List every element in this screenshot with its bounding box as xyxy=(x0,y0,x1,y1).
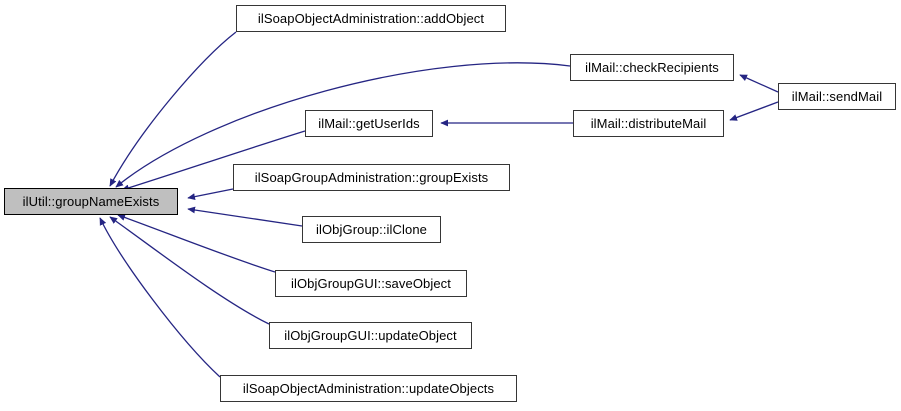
graph-node-label: ilMail::distributeMail xyxy=(590,116,707,131)
graph-node-label: ilMail::getUserIds xyxy=(318,116,420,131)
edge-groupExists-to-groupNameExists xyxy=(187,188,234,200)
graph-node-updateObjects[interactable]: ilSoapObjectAdministration::updateObject… xyxy=(220,375,517,402)
edge-updateObjects-to-groupNameExists xyxy=(99,217,221,378)
graph-node-label: ilObjGroupGUI::updateObject xyxy=(284,328,457,343)
graph-node-label: ilMail::sendMail xyxy=(791,89,883,104)
edge-ilClone-to-groupNameExists xyxy=(187,206,303,227)
graph-node-label: ilMail::checkRecipients xyxy=(585,60,719,75)
graph-node-groupExists[interactable]: ilSoapGroupAdministration::groupExists xyxy=(233,164,510,191)
graph-node-checkRecipients[interactable]: ilMail::checkRecipients xyxy=(570,54,734,81)
graph-node-label: ilObjGroup::ilClone xyxy=(315,222,427,237)
graph-node-label: ilSoapGroupAdministration::groupExists xyxy=(254,170,489,185)
graph-node-distributeMail[interactable]: ilMail::distributeMail xyxy=(573,110,724,137)
graph-node-label: ilObjGroupGUI::saveObject xyxy=(290,276,451,291)
graph-node-label: ilSoapObjectAdministration::addObject xyxy=(257,11,485,26)
graph-node-label: ilSoapObjectAdministration::updateObject… xyxy=(242,381,495,396)
edge-updateObject-to-groupNameExists xyxy=(109,216,270,325)
edge-saveObject-to-groupNameExists xyxy=(117,214,276,273)
graph-node-updateObject[interactable]: ilObjGroupGUI::updateObject xyxy=(269,322,472,349)
edge-sendMail-to-checkRecipients xyxy=(739,74,779,93)
edge-addObject-to-groupNameExists xyxy=(109,31,237,187)
graph-node-ilClone[interactable]: ilObjGroup::ilClone xyxy=(302,216,441,243)
graph-node-groupNameExists[interactable]: ilUtil::groupNameExists xyxy=(4,188,178,215)
graph-node-getUserIds[interactable]: ilMail::getUserIds xyxy=(305,110,433,137)
graph-node-sendMail[interactable]: ilMail::sendMail xyxy=(778,83,896,110)
edge-sendMail-to-distributeMail xyxy=(729,101,779,121)
graph-node-addObject[interactable]: ilSoapObjectAdministration::addObject xyxy=(236,5,506,32)
graph-node-saveObject[interactable]: ilObjGroupGUI::saveObject xyxy=(275,270,467,297)
graph-node-label: ilUtil::groupNameExists xyxy=(22,194,160,209)
